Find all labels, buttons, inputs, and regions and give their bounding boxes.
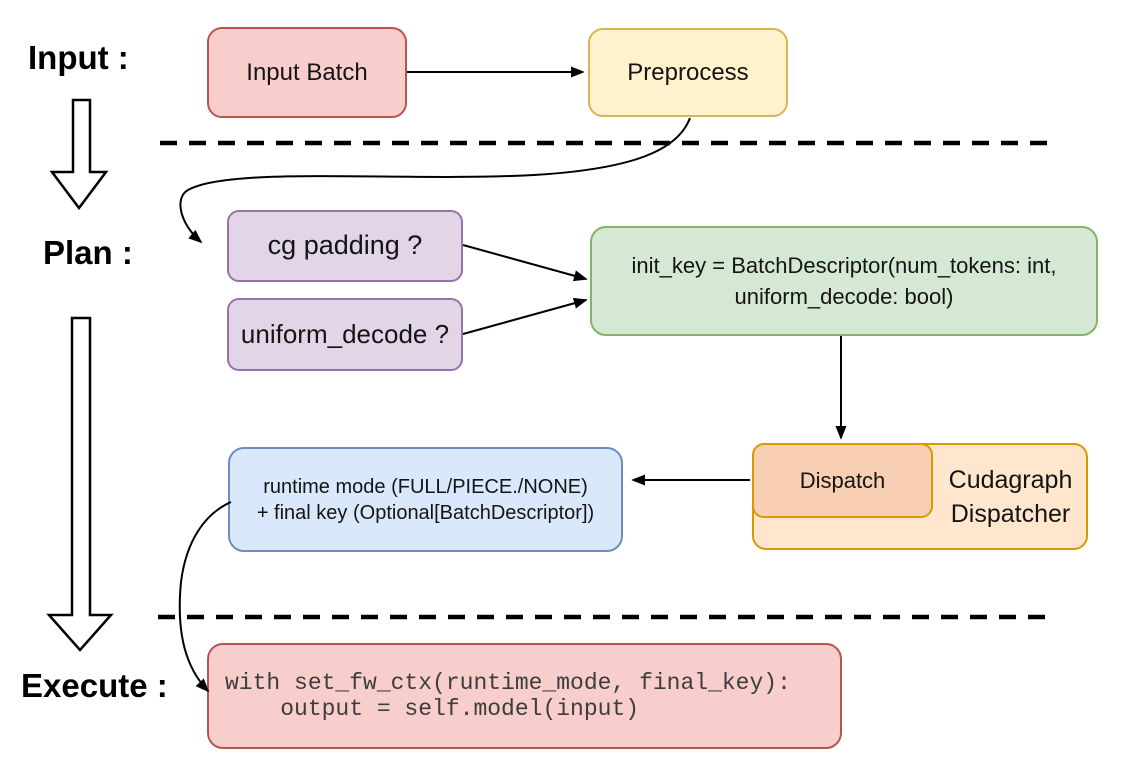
arrow-cgpadding-to-initkey: [462, 244, 586, 279]
node-input-batch-label: Input Batch: [246, 58, 368, 86]
node-init-key-label: init_key = BatchDescriptor(num_tokens: i…: [631, 253, 1057, 309]
node-dispatch-label: Dispatch: [799, 467, 886, 493]
node-dispatch: Dispatch: [752, 443, 933, 518]
block-arrow-input-to-plan: [49, 98, 109, 211]
block-arrow-plan-to-execute: [46, 316, 114, 652]
node-cudagraph-dispatcher-label: Cudagraph Dispatcher: [948, 465, 1073, 528]
stage-label-input: Input :: [28, 39, 129, 76]
node-runtime-mode-label: runtime mode (FULL/PIECE./NONE) + final …: [256, 475, 595, 524]
node-execute-code: with set_fw_ctx(runtime_mode, final_key)…: [207, 643, 842, 749]
node-uniform-decode: uniform_decode ?: [227, 298, 463, 371]
node-preprocess: Preprocess: [588, 28, 788, 117]
stage-label-plan: Plan :: [43, 234, 133, 271]
node-uniform-decode-label: uniform_decode ?: [240, 319, 450, 350]
arrow-uniformdecode-to-initkey: [462, 300, 586, 335]
node-input-batch: Input Batch: [207, 27, 407, 118]
node-preprocess-label: Preprocess: [627, 58, 749, 86]
stage-label-execute: Execute :: [21, 667, 168, 704]
node-runtime-mode: runtime mode (FULL/PIECE./NONE) + final …: [228, 447, 623, 552]
node-init-key: init_key = BatchDescriptor(num_tokens: i…: [590, 226, 1098, 336]
node-cg-padding-label: cg padding ?: [267, 230, 423, 261]
node-cg-padding: cg padding ?: [227, 210, 463, 282]
execute-code-text: with set_fw_ctx(runtime_mode, final_key)…: [225, 670, 791, 722]
